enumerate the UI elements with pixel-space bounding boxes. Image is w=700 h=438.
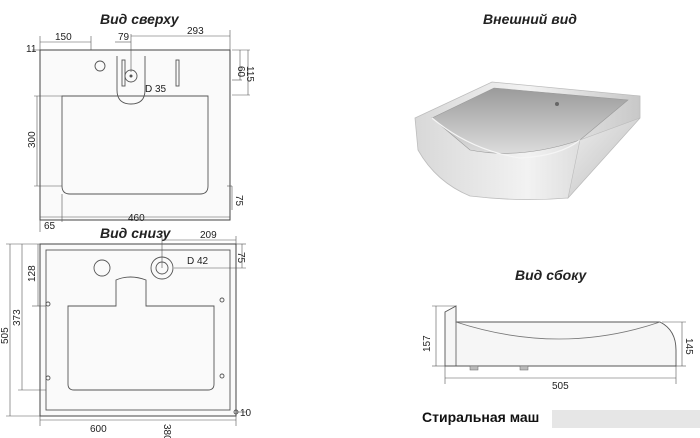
top-dim-150: 150 (55, 32, 72, 43)
bottom-dim-380: 380 (161, 424, 172, 438)
sink-right-face (567, 117, 641, 200)
side-view-foot-2 (519, 365, 529, 371)
top-view-slot-right (175, 59, 180, 87)
side-view-title: Вид сбоку (515, 267, 587, 283)
top-dim-60: 60 (235, 66, 246, 78)
bottom-view-screw-2 (45, 375, 51, 381)
top-dim-115: 115 (244, 66, 255, 82)
top-view-dimension-lines (32, 30, 250, 232)
sink-tap-hole (555, 102, 559, 106)
caption-blur-overlay (552, 410, 700, 428)
top-view-drawing (39, 49, 231, 221)
external-view-title: Внешний вид (483, 11, 577, 27)
bottom-view-tap-hole (93, 259, 111, 277)
side-dim-145: 145 (683, 338, 694, 355)
top-view-drain-center (129, 74, 133, 78)
bottom-dim-600: 600 (90, 424, 107, 435)
side-view-dimension-lines (432, 305, 686, 384)
top-dim-79: 79 (118, 32, 130, 43)
bottom-view-rim (45, 249, 231, 411)
bottom-dim-hole: D 42 (187, 256, 209, 267)
top-dim-293: 293 (187, 26, 204, 37)
product-caption: Стиральная маш (422, 409, 539, 425)
bottom-view-screw-1 (45, 301, 51, 307)
side-view-foot-1 (469, 365, 479, 371)
bottom-view-screw-3 (219, 297, 225, 303)
top-dim-11: 11 (26, 44, 37, 55)
bottom-dim-505: 505 (0, 327, 11, 344)
side-dim-157: 157 (422, 335, 433, 352)
top-view-tap-hole (94, 60, 106, 72)
top-dim-75: 75 (233, 195, 244, 207)
top-view-basin (61, 95, 209, 195)
side-view-drawing (444, 305, 677, 371)
bottom-dim-10: 10 (240, 408, 252, 419)
bottom-view-dimension-lines (6, 236, 246, 426)
bottom-dim-75: 75 (235, 252, 246, 264)
side-dim-505: 505 (552, 381, 569, 392)
bottom-view-title: Вид снизу (100, 225, 172, 241)
sink-basin (431, 87, 629, 154)
bottom-view-outline (39, 243, 237, 417)
top-dim-65: 65 (44, 221, 56, 232)
sink-basin-highlight (431, 117, 581, 159)
side-view-basin-curve (455, 321, 661, 340)
top-dim-hole: D 35 (145, 84, 167, 95)
side-view-body (444, 305, 677, 367)
bottom-dim-373: 373 (12, 309, 23, 326)
top-view-title: Вид сверху (100, 11, 180, 27)
bottom-dim-128: 128 (27, 265, 38, 282)
top-view-overflow-channel (116, 56, 146, 105)
bottom-dim-209: 209 (200, 230, 217, 241)
external-view-render (414, 81, 641, 200)
top-view-slot-left (121, 59, 126, 87)
bottom-view-screw-4 (219, 373, 225, 379)
top-dim-300: 300 (27, 131, 38, 148)
bottom-view-drawing (39, 243, 239, 417)
top-view-outline (39, 49, 231, 221)
bottom-view-basin (67, 276, 215, 391)
top-dim-460: 460 (128, 213, 145, 224)
